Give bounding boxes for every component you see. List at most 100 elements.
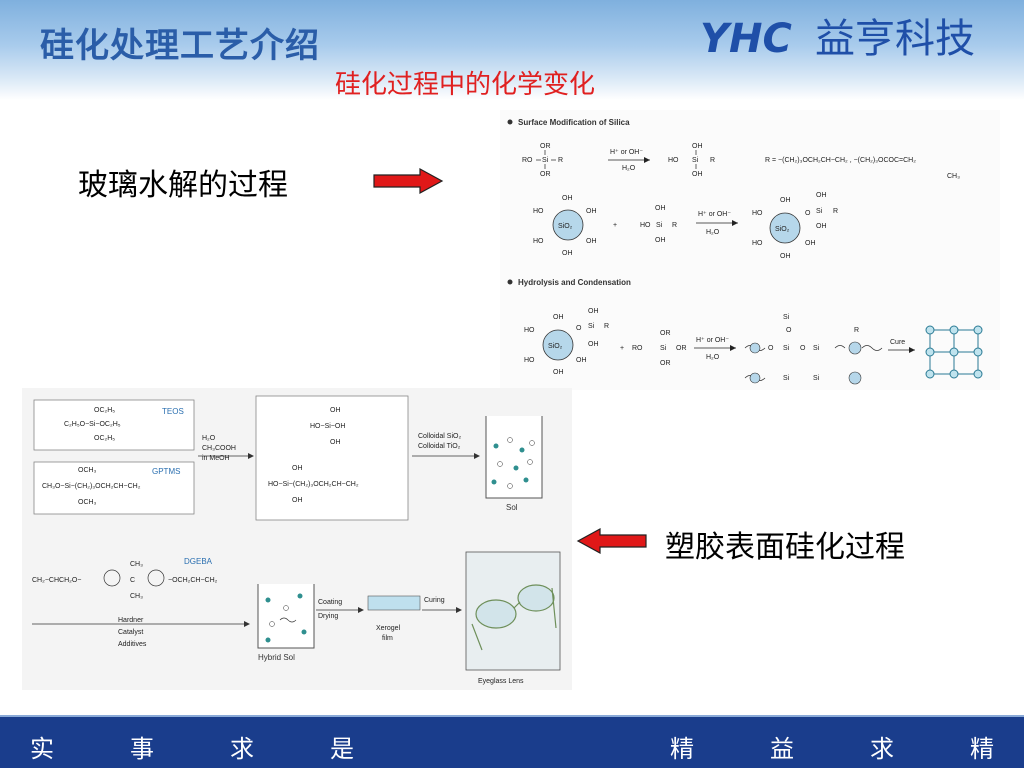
footer-char: 精	[670, 735, 694, 763]
svg-text:film: film	[382, 635, 393, 642]
svg-text:HO: HO	[533, 238, 544, 245]
arrow-left-icon	[576, 528, 647, 554]
svg-text:O: O	[800, 345, 806, 352]
sol-beaker	[485, 416, 543, 499]
svg-text:HO: HO	[533, 208, 544, 215]
footer-char: 精	[970, 735, 994, 763]
sio2-sphere: SiO₂	[552, 209, 584, 241]
svg-text:CH₃COOH: CH₃COOH	[202, 445, 236, 452]
glass-hydrolysis-label: 玻璃水解的过程	[78, 168, 288, 203]
svg-text:Eyeglass Lens: Eyeglass Lens	[478, 678, 524, 685]
sol-gel-process-diagram: OC₂H₅ C₂H₅O−Si−OC₂H₅ OC₂H₅ TEOS OCH₃ CH₃…	[22, 388, 572, 690]
svg-text:OH: OH	[330, 439, 341, 446]
svg-text:OR: OR	[660, 330, 671, 337]
svg-text:OH: OH	[586, 238, 597, 245]
teos-label: TEOS	[162, 407, 184, 416]
svg-text:Hardner: Hardner	[118, 617, 144, 624]
silica-modification-diagram: Surface Modification of Silica OR RO Si …	[500, 110, 1000, 390]
svg-text:H₂O: H₂O	[706, 229, 720, 236]
page-title: 硅化处理工艺介绍	[40, 26, 320, 66]
svg-text:HO: HO	[524, 327, 535, 334]
svg-text:OCH₃: OCH₃	[78, 467, 97, 474]
svg-text:Si: Si	[816, 208, 823, 215]
svg-text:OH: OH	[553, 314, 564, 321]
header-gradient	[0, 0, 1024, 100]
footer-char: 事	[130, 735, 154, 763]
sio2-sphere: SiO₂	[769, 212, 801, 244]
gptms-label: GPTMS	[152, 467, 180, 476]
svg-text:R: R	[833, 208, 838, 215]
section-surface-modification: Surface Modification of Silica	[518, 118, 630, 127]
svg-text:OH: OH	[816, 223, 827, 230]
svg-text:Si: Si	[542, 157, 549, 164]
svg-text:Curing: Curing	[424, 597, 445, 604]
svg-text:Sol: Sol	[506, 503, 518, 512]
svg-text:R: R	[672, 222, 677, 229]
svg-text:Si: Si	[783, 375, 790, 382]
svg-text:CH₃: CH₃	[130, 561, 143, 568]
svg-text:HO: HO	[524, 357, 535, 364]
svg-text:OH: OH	[816, 192, 827, 199]
svg-text:SiO₂: SiO₂	[775, 226, 790, 233]
svg-text:H₂O: H₂O	[202, 435, 216, 442]
sio2-sphere: SiO₂	[542, 329, 574, 361]
svg-text:OH: OH	[330, 407, 341, 414]
svg-text:+: +	[620, 345, 624, 352]
svg-text:RO: RO	[522, 157, 533, 164]
svg-text:O: O	[576, 325, 582, 332]
svg-text:OCH₃: OCH₃	[78, 499, 97, 506]
svg-text:OH: OH	[588, 308, 599, 315]
svg-text:HO−Si−OH: HO−Si−OH	[310, 423, 345, 430]
svg-text:OH: OH	[692, 171, 703, 178]
plastic-silicification-label: 塑胶表面硅化过程	[665, 530, 905, 565]
svg-text:Xerogel: Xerogel	[376, 625, 401, 632]
arrow-right-icon	[373, 168, 444, 194]
footer-char: 益	[770, 735, 794, 763]
svg-text:Cure: Cure	[890, 339, 905, 346]
footer-char: 是	[330, 735, 354, 763]
svg-text:OH: OH	[588, 341, 599, 348]
svg-text:H⁺ or OH⁻: H⁺ or OH⁻	[610, 149, 643, 156]
svg-text:Coating: Coating	[318, 599, 342, 606]
svg-text:OH: OH	[292, 465, 303, 472]
section-hydrolysis: Hydrolysis and Condensation	[518, 278, 631, 287]
footer-banner: 实 事 求 是 精 益 求 精	[0, 715, 1024, 768]
brand-logo-en: YHC	[700, 16, 792, 62]
footer-char: 求	[870, 735, 894, 763]
svg-text:−OCH₂CH−CH₂: −OCH₂CH−CH₂	[168, 577, 218, 584]
svg-text:CH₃: CH₃	[947, 173, 960, 180]
svg-text:CH₂−CHCH₂O−: CH₂−CHCH₂O−	[32, 577, 81, 584]
svg-text:HO: HO	[668, 157, 679, 164]
svg-text:Colloidal TiO₂: Colloidal TiO₂	[418, 443, 461, 450]
xerogel-film	[367, 595, 421, 611]
svg-text:OH: OH	[655, 237, 666, 244]
svg-text:Si: Si	[660, 345, 667, 352]
footer-char: 实	[30, 735, 54, 763]
svg-text:in MeOH: in MeOH	[202, 455, 230, 462]
svg-text:OR: OR	[540, 143, 551, 150]
eyeglass-lens-image	[465, 551, 561, 671]
svg-text:SiO₂: SiO₂	[548, 343, 563, 350]
svg-text:OR: OR	[660, 360, 671, 367]
svg-text:OH: OH	[780, 253, 791, 260]
svg-text:OH: OH	[692, 143, 703, 150]
svg-text:C: C	[130, 577, 135, 584]
svg-text:H₂O: H₂O	[622, 165, 636, 172]
svg-text:Si: Si	[656, 222, 663, 229]
svg-text:OC₂H₅: OC₂H₅	[94, 407, 115, 414]
svg-text:R: R	[604, 323, 609, 330]
svg-text:OC₂H₅: OC₂H₅	[94, 435, 115, 442]
svg-text:H₂O: H₂O	[706, 354, 720, 361]
svg-text:OH: OH	[562, 195, 573, 202]
svg-text:Si: Si	[813, 375, 820, 382]
svg-text:OH: OH	[780, 197, 791, 204]
svg-text:Si: Si	[813, 345, 820, 352]
svg-text:R = −(CH₂)₃OCH₂CH−CH₂ , −(CH₂): R = −(CH₂)₃OCH₂CH−CH₂ , −(CH₂)₃OCOC=CH₂	[765, 157, 916, 164]
footer-char: 求	[230, 735, 254, 763]
svg-text:O: O	[805, 210, 811, 217]
svg-text:Catalyst: Catalyst	[118, 629, 143, 636]
svg-text:DGEBA: DGEBA	[184, 557, 213, 566]
svg-text:Hybrid Sol: Hybrid Sol	[258, 653, 295, 662]
svg-text:Si: Si	[783, 345, 790, 352]
cured-network	[925, 325, 983, 379]
